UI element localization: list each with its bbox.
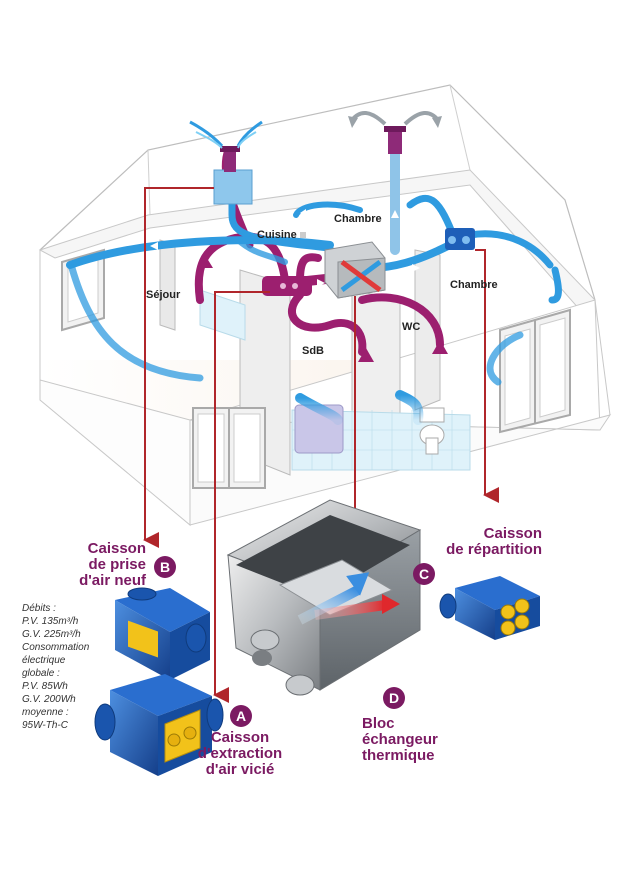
callout-b-line1: Caisson (87, 540, 146, 557)
fresh-duct-chambre1 (293, 201, 363, 218)
callout-a: Caisson d'extraction d'air vicié (185, 730, 295, 778)
window-right (499, 308, 571, 434)
fresh-duct-main-left (66, 236, 334, 269)
spec-line: G.V. 200Wh (22, 694, 76, 705)
fresh-duct-right-room (486, 331, 524, 386)
badge-d: D (383, 687, 405, 709)
room-label-chambre-right: Chambre (450, 279, 498, 291)
callout-d-line1: Bloc (362, 715, 395, 732)
spec-line: électrique (22, 655, 66, 666)
callout-d-line2: échangeur (362, 731, 438, 748)
callout-a-line3: d'air vicié (205, 761, 275, 778)
unit-b-intake-box (115, 587, 210, 680)
pointer-a (213, 291, 270, 703)
spec-line: P.V. 135m³/h (22, 616, 79, 627)
exchanger-house (324, 241, 386, 299)
specs-block: Débits : P.V. 135m³/h G.V. 225m³/h Conso… (22, 602, 132, 732)
room-label-sdb: SdB (302, 345, 324, 357)
exhaust-stack-roof (348, 111, 442, 154)
stale-duct-sdb (288, 291, 367, 356)
callout-b: Caisson de prise d'air neuf (66, 541, 146, 589)
house-cutaway (38, 84, 612, 527)
callout-b-line3: d'air neuf (79, 572, 146, 589)
pointer-lines (143, 187, 499, 703)
callout-a-line2: d'extraction (197, 745, 283, 762)
room-label-cuisine: Cuisine (257, 229, 297, 241)
callout-b-line2: de prise (88, 556, 146, 573)
fresh-duct-left-drop (68, 264, 204, 382)
stale-duct-wc (358, 293, 444, 349)
unit-c-distribution-box (439, 576, 540, 640)
badge-a: A (230, 705, 252, 727)
badge-b: B (154, 556, 176, 578)
pointer-b (143, 187, 214, 548)
distribution-box-house (445, 228, 475, 250)
unit-d-heat-exchanger (226, 499, 422, 696)
fresh-fall-wc (395, 390, 424, 425)
badge-c: C (413, 563, 435, 585)
callout-d-line3: thermique (362, 747, 435, 764)
callout-d: Bloc échangeur thermique (362, 716, 472, 764)
callout-c: Caisson de répartition (420, 526, 542, 558)
extraction-plenum (262, 276, 312, 296)
supply-ducts (66, 145, 562, 425)
room-label-chambre-top: Chambre (334, 213, 382, 225)
window-front-left (192, 407, 266, 489)
room-label-wc: WC (402, 321, 421, 333)
pointer-c (475, 249, 499, 503)
flow-arrows (150, 209, 440, 287)
spec-line: moyenne : (22, 707, 69, 718)
callout-c-line1: Caisson (483, 525, 542, 542)
room-label-sejour: Séjour (146, 289, 181, 301)
intake-box-roof (189, 120, 263, 205)
toilet (419, 407, 445, 455)
callout-a-line1: Caisson (210, 729, 270, 746)
unit-a-extraction-box (94, 674, 224, 776)
spec-line: Débits : (22, 603, 56, 614)
stale-duct-cuisine (296, 253, 322, 284)
spec-line: globale : (22, 668, 60, 679)
partition-sejour (159, 239, 176, 331)
fresh-duct-right-top (466, 230, 554, 269)
fresh-fall-sdb (295, 393, 343, 425)
callout-c-line2: de répartition (446, 541, 542, 558)
spec-line: G.V. 225m³/h (22, 629, 81, 640)
spec-line: 95W-Th-C (22, 720, 68, 731)
spec-line: P.V. 85Wh (22, 681, 68, 692)
fresh-duct-right-drop (548, 266, 562, 304)
fresh-duct-kitchen-drop (235, 237, 288, 265)
spec-line: Consommation (22, 642, 90, 653)
